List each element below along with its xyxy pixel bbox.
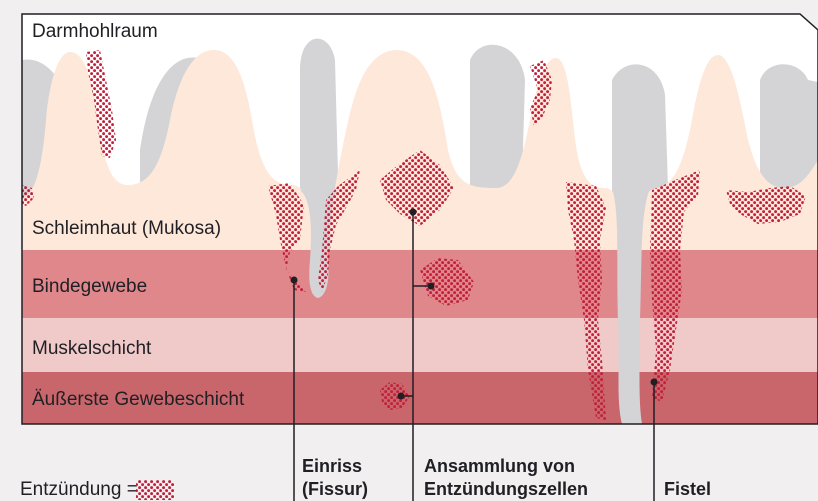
label-lumen: Darmhohlraum xyxy=(32,21,158,42)
label-outer-layer: Äußerste Gewebeschicht xyxy=(32,389,245,410)
label-mucosa: Schleimhaut (Mukosa) xyxy=(32,218,221,239)
callout-fissure-line2: (Fissur) xyxy=(302,479,368,499)
callout-cells-line1: Ansammlung von xyxy=(424,456,575,476)
legend-label: Entzündung = xyxy=(20,479,138,500)
label-muscle-layer: Muskelschicht xyxy=(32,338,152,359)
inflammation-dots-icon xyxy=(136,480,174,500)
callout-fistula: Fistel xyxy=(664,479,711,499)
label-connective-tissue: Bindegewebe xyxy=(32,276,147,297)
callout-cells-line2: Entzündungszellen xyxy=(424,479,588,499)
callout-fissure-line1: Einriss xyxy=(302,456,362,476)
